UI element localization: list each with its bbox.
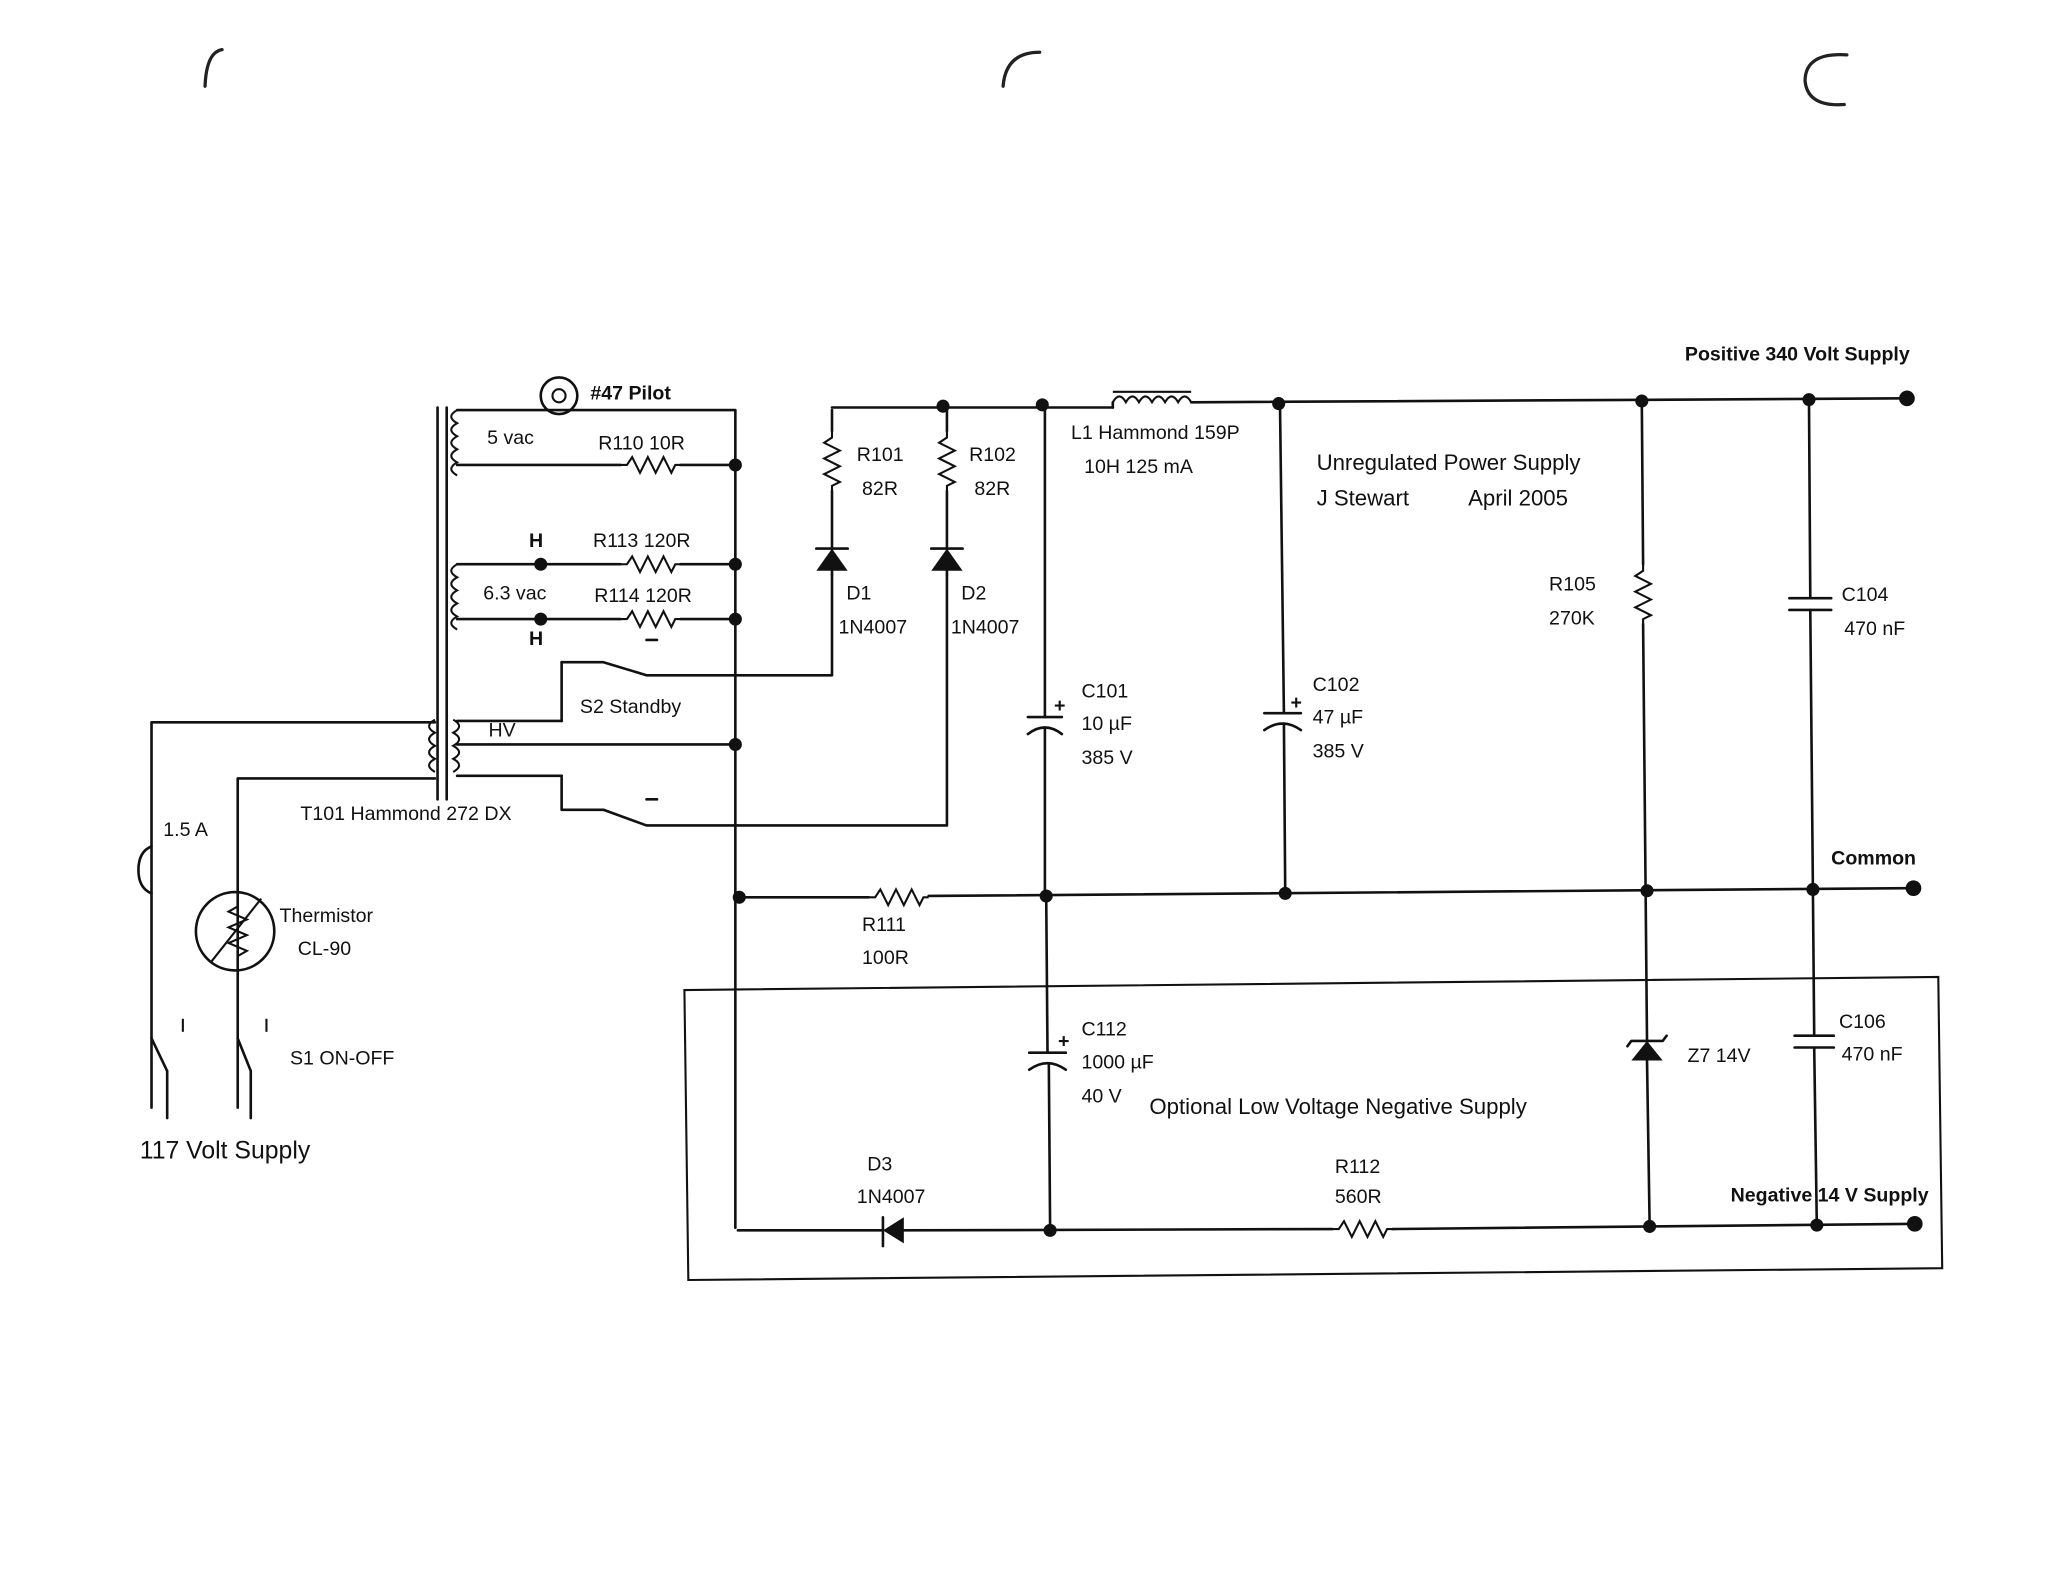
c112-value: 1000 µF xyxy=(1081,1051,1153,1073)
d2-ref: D2 xyxy=(961,583,986,605)
r113-resistor xyxy=(619,555,682,574)
r111-ref: R111 xyxy=(862,914,906,936)
d1-part: 1N4007 xyxy=(839,616,908,638)
r110-resistor xyxy=(619,456,682,474)
c102-ref: C102 xyxy=(1313,674,1360,696)
r114-resistor xyxy=(619,610,682,628)
r112-value: 560R xyxy=(1335,1186,1382,1208)
d1-ref: D1 xyxy=(846,583,871,605)
c112-ref: C112 xyxy=(1081,1019,1126,1041)
c106-value: 470 nF xyxy=(1842,1044,1903,1066)
c112-voltage: 40 V xyxy=(1081,1085,1121,1107)
transformer-t101: T101 Hammond 272 DX HV 5 vac 6.3 vac xyxy=(300,406,547,825)
r101-resistor xyxy=(823,429,841,493)
svg-text:+: + xyxy=(1054,695,1065,717)
c102-value: 47 µF xyxy=(1313,707,1363,729)
r112-resistor xyxy=(1331,1220,1394,1238)
title-date: April 2005 xyxy=(1468,485,1568,510)
r111-value: 100R xyxy=(862,947,909,969)
negative-terminal xyxy=(1906,1215,1923,1232)
optional-negative-supply: Optional Low Voltage Negative Supply + C… xyxy=(683,888,1944,1282)
title-name: Unregulated Power Supply xyxy=(1317,450,1582,475)
pilot-label: #47 Pilot xyxy=(590,383,671,405)
d3-diode xyxy=(882,1217,904,1244)
secondary-wiring: #47 Pilot R110 10R H H R113 120R R114 12… xyxy=(455,376,742,1230)
standby-label: S2 Standby xyxy=(580,696,681,718)
positive-terminal xyxy=(1899,390,1915,407)
l1-spec: 10H 125 mA xyxy=(1084,456,1194,478)
svg-text:+: + xyxy=(1290,692,1301,714)
z7-zener xyxy=(1631,1040,1663,1061)
optional-block-label: Optional Low Voltage Negative Supply xyxy=(1149,1094,1527,1119)
z7-label: Z7 14V xyxy=(1688,1045,1751,1067)
c102-capacitor: + C102 47 µF 385 V xyxy=(1263,403,1364,895)
svg-text:+: + xyxy=(1058,1030,1069,1052)
s2-standby-switch: S2 Standby xyxy=(560,573,949,827)
c106-ref: C106 xyxy=(1839,1011,1886,1033)
c101-capacitor: + C101 10 µF 385 V xyxy=(1026,406,1133,898)
r101-value: 82R xyxy=(862,478,898,500)
d2-diode xyxy=(931,548,963,571)
r113-label: R113 120R xyxy=(593,530,691,552)
negative-rail-label: Negative 14 V Supply xyxy=(1731,1185,1929,1207)
mains-supply-label: 117 Volt Supply xyxy=(140,1138,311,1165)
63vac-label: 6.3 vac xyxy=(483,583,546,605)
title-block: Unregulated Power Supply J Stewart April… xyxy=(1317,450,1582,510)
l1-inductor xyxy=(1111,395,1193,405)
5vac-label: 5 vac xyxy=(487,427,534,449)
fuse-label: 1.5 A xyxy=(163,819,209,841)
common-rail: Common R111 100R xyxy=(732,848,1922,969)
thermistor-name: Thermistor xyxy=(280,905,374,927)
r105-ref: R105 xyxy=(1549,573,1596,595)
transformer-label: T101 Hammond 272 DX xyxy=(300,803,511,825)
r111-resistor xyxy=(867,888,930,907)
thermistor-value: CL-90 xyxy=(298,938,351,960)
binder-holes xyxy=(203,47,1849,107)
r102-value: 82R xyxy=(974,478,1010,500)
c101-value: 10 µF xyxy=(1081,713,1131,735)
s1-switch-symbol xyxy=(150,1018,268,1120)
hv-label: HV xyxy=(488,720,515,742)
r105-value: 270K xyxy=(1549,607,1595,629)
r105-resistor: R105 270K xyxy=(1549,399,1652,1044)
heater-h1-label: H xyxy=(529,530,543,552)
d3-part: 1N4007 xyxy=(857,1186,926,1208)
c104-value: 470 nF xyxy=(1844,618,1905,640)
c101-ref: C101 xyxy=(1081,680,1128,702)
common-rail-label: Common xyxy=(1831,848,1916,870)
c104-ref: C104 xyxy=(1842,584,1889,606)
r110-label: R110 10R xyxy=(598,432,685,454)
mains-input: 1.5 A Thermistor CL-90 S1 ON-OFF 117 Vol… xyxy=(137,720,437,1165)
positive-rail-label: Positive 340 Volt Supply xyxy=(1685,343,1910,365)
c101-voltage: 385 V xyxy=(1081,747,1132,769)
d3-ref: D3 xyxy=(867,1153,892,1175)
title-author: J Stewart xyxy=(1317,485,1409,510)
c102-voltage: 385 V xyxy=(1313,741,1364,763)
c104-capacitor: C104 470 nF xyxy=(1788,398,1905,890)
fuse-symbol xyxy=(137,845,153,895)
r102-ref: R102 xyxy=(969,444,1016,466)
s1-label: S1 ON-OFF xyxy=(290,1047,394,1069)
r101-ref: R101 xyxy=(857,444,904,466)
r114-label: R114 120R xyxy=(594,585,692,607)
rectifier: R101 82R R102 82R D1 1N4007 D2 1N4007 xyxy=(815,408,1020,638)
r112-ref: R112 xyxy=(1335,1156,1380,1178)
thermistor-symbol xyxy=(194,890,276,972)
heater-h2-label: H xyxy=(529,628,543,650)
r102-resistor xyxy=(938,429,956,493)
common-terminal xyxy=(1905,880,1922,896)
d2-part: 1N4007 xyxy=(951,616,1020,638)
l1-ref: L1 Hammond 159P xyxy=(1071,422,1240,444)
pilot-lamp-icon xyxy=(539,376,579,416)
d1-diode xyxy=(816,548,848,571)
